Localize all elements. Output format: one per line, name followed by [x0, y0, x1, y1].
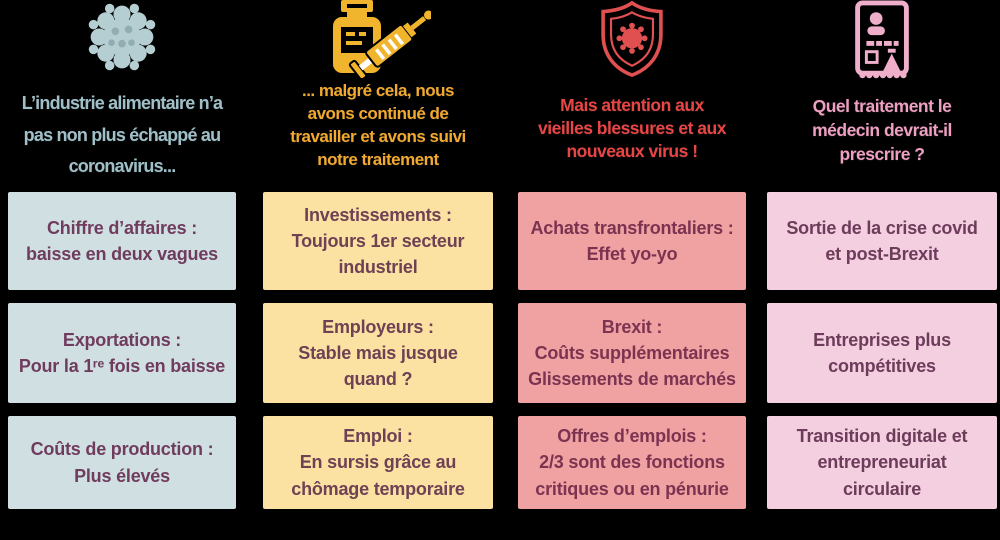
info-box: Offres d’emplois : 2/3 sont des fonction…: [518, 416, 746, 509]
column-prescription: Quel traitement le médecin devrait-il pr…: [767, 0, 997, 540]
info-box: Emploi : En sursis grâce au chômage temp…: [263, 416, 493, 509]
column-header: Quel traitement le médecin devrait-il pr…: [812, 96, 952, 165]
column-header: L’industrie alimentaire n’a pas non plus…: [21, 93, 223, 176]
column-warnings: Mais attention aux vieilles blessures et…: [518, 0, 746, 540]
prescription-icon: [767, 0, 997, 80]
info-box: Sortie de la crise covid et post-Brexit: [767, 192, 997, 290]
virus-icon: [8, 0, 236, 80]
column-header: Mais attention aux vieilles blessures et…: [538, 95, 726, 162]
vaccine-syringe-icon: [263, 0, 493, 80]
info-box: Investissements : Toujours 1er secteur i…: [263, 192, 493, 290]
shield-virus-icon: [518, 0, 746, 80]
info-box: Coûts de production : Plus élevés: [8, 416, 236, 509]
column-coronavirus-impact: L’industrie alimentaire n’a pas non plus…: [8, 0, 236, 540]
info-box: Employeurs : Stable mais jusque quand ?: [263, 303, 493, 403]
info-box: Entreprises plus compétitives: [767, 303, 997, 403]
info-box: Exportations : Pour la 1ʳᵉ fois en baiss…: [8, 303, 236, 403]
info-box: Chiffre d’affaires : baisse en deux vagu…: [8, 192, 236, 290]
column-treatment-continued: ... malgré cela, nous avons continué de …: [263, 0, 493, 540]
info-box: Transition digitale et entrepreneuriat c…: [767, 416, 997, 509]
info-box: Achats transfrontaliers : Effet yo-yo: [518, 192, 746, 290]
info-box: Brexit : Coûts supplémentaires Glissemen…: [518, 303, 746, 403]
column-header: ... malgré cela, nous avons continué de …: [290, 81, 466, 169]
